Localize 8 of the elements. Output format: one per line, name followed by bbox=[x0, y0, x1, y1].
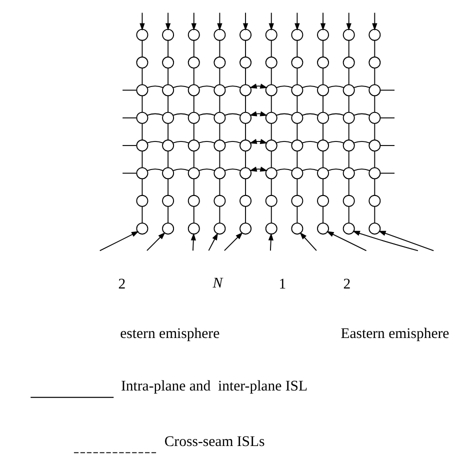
label: Eastern emisphere bbox=[340, 326, 450, 342]
legend-label: Intra-plane and inter-plane ISL bbox=[121, 378, 308, 395]
legend-label: Cross-seam ISLs bbox=[164, 434, 265, 450]
label: 2 bbox=[343, 276, 351, 292]
label: 2 bbox=[118, 276, 126, 292]
label: estern emisphere bbox=[120, 326, 220, 342]
label: 1 bbox=[278, 276, 286, 292]
label: N bbox=[212, 275, 223, 292]
